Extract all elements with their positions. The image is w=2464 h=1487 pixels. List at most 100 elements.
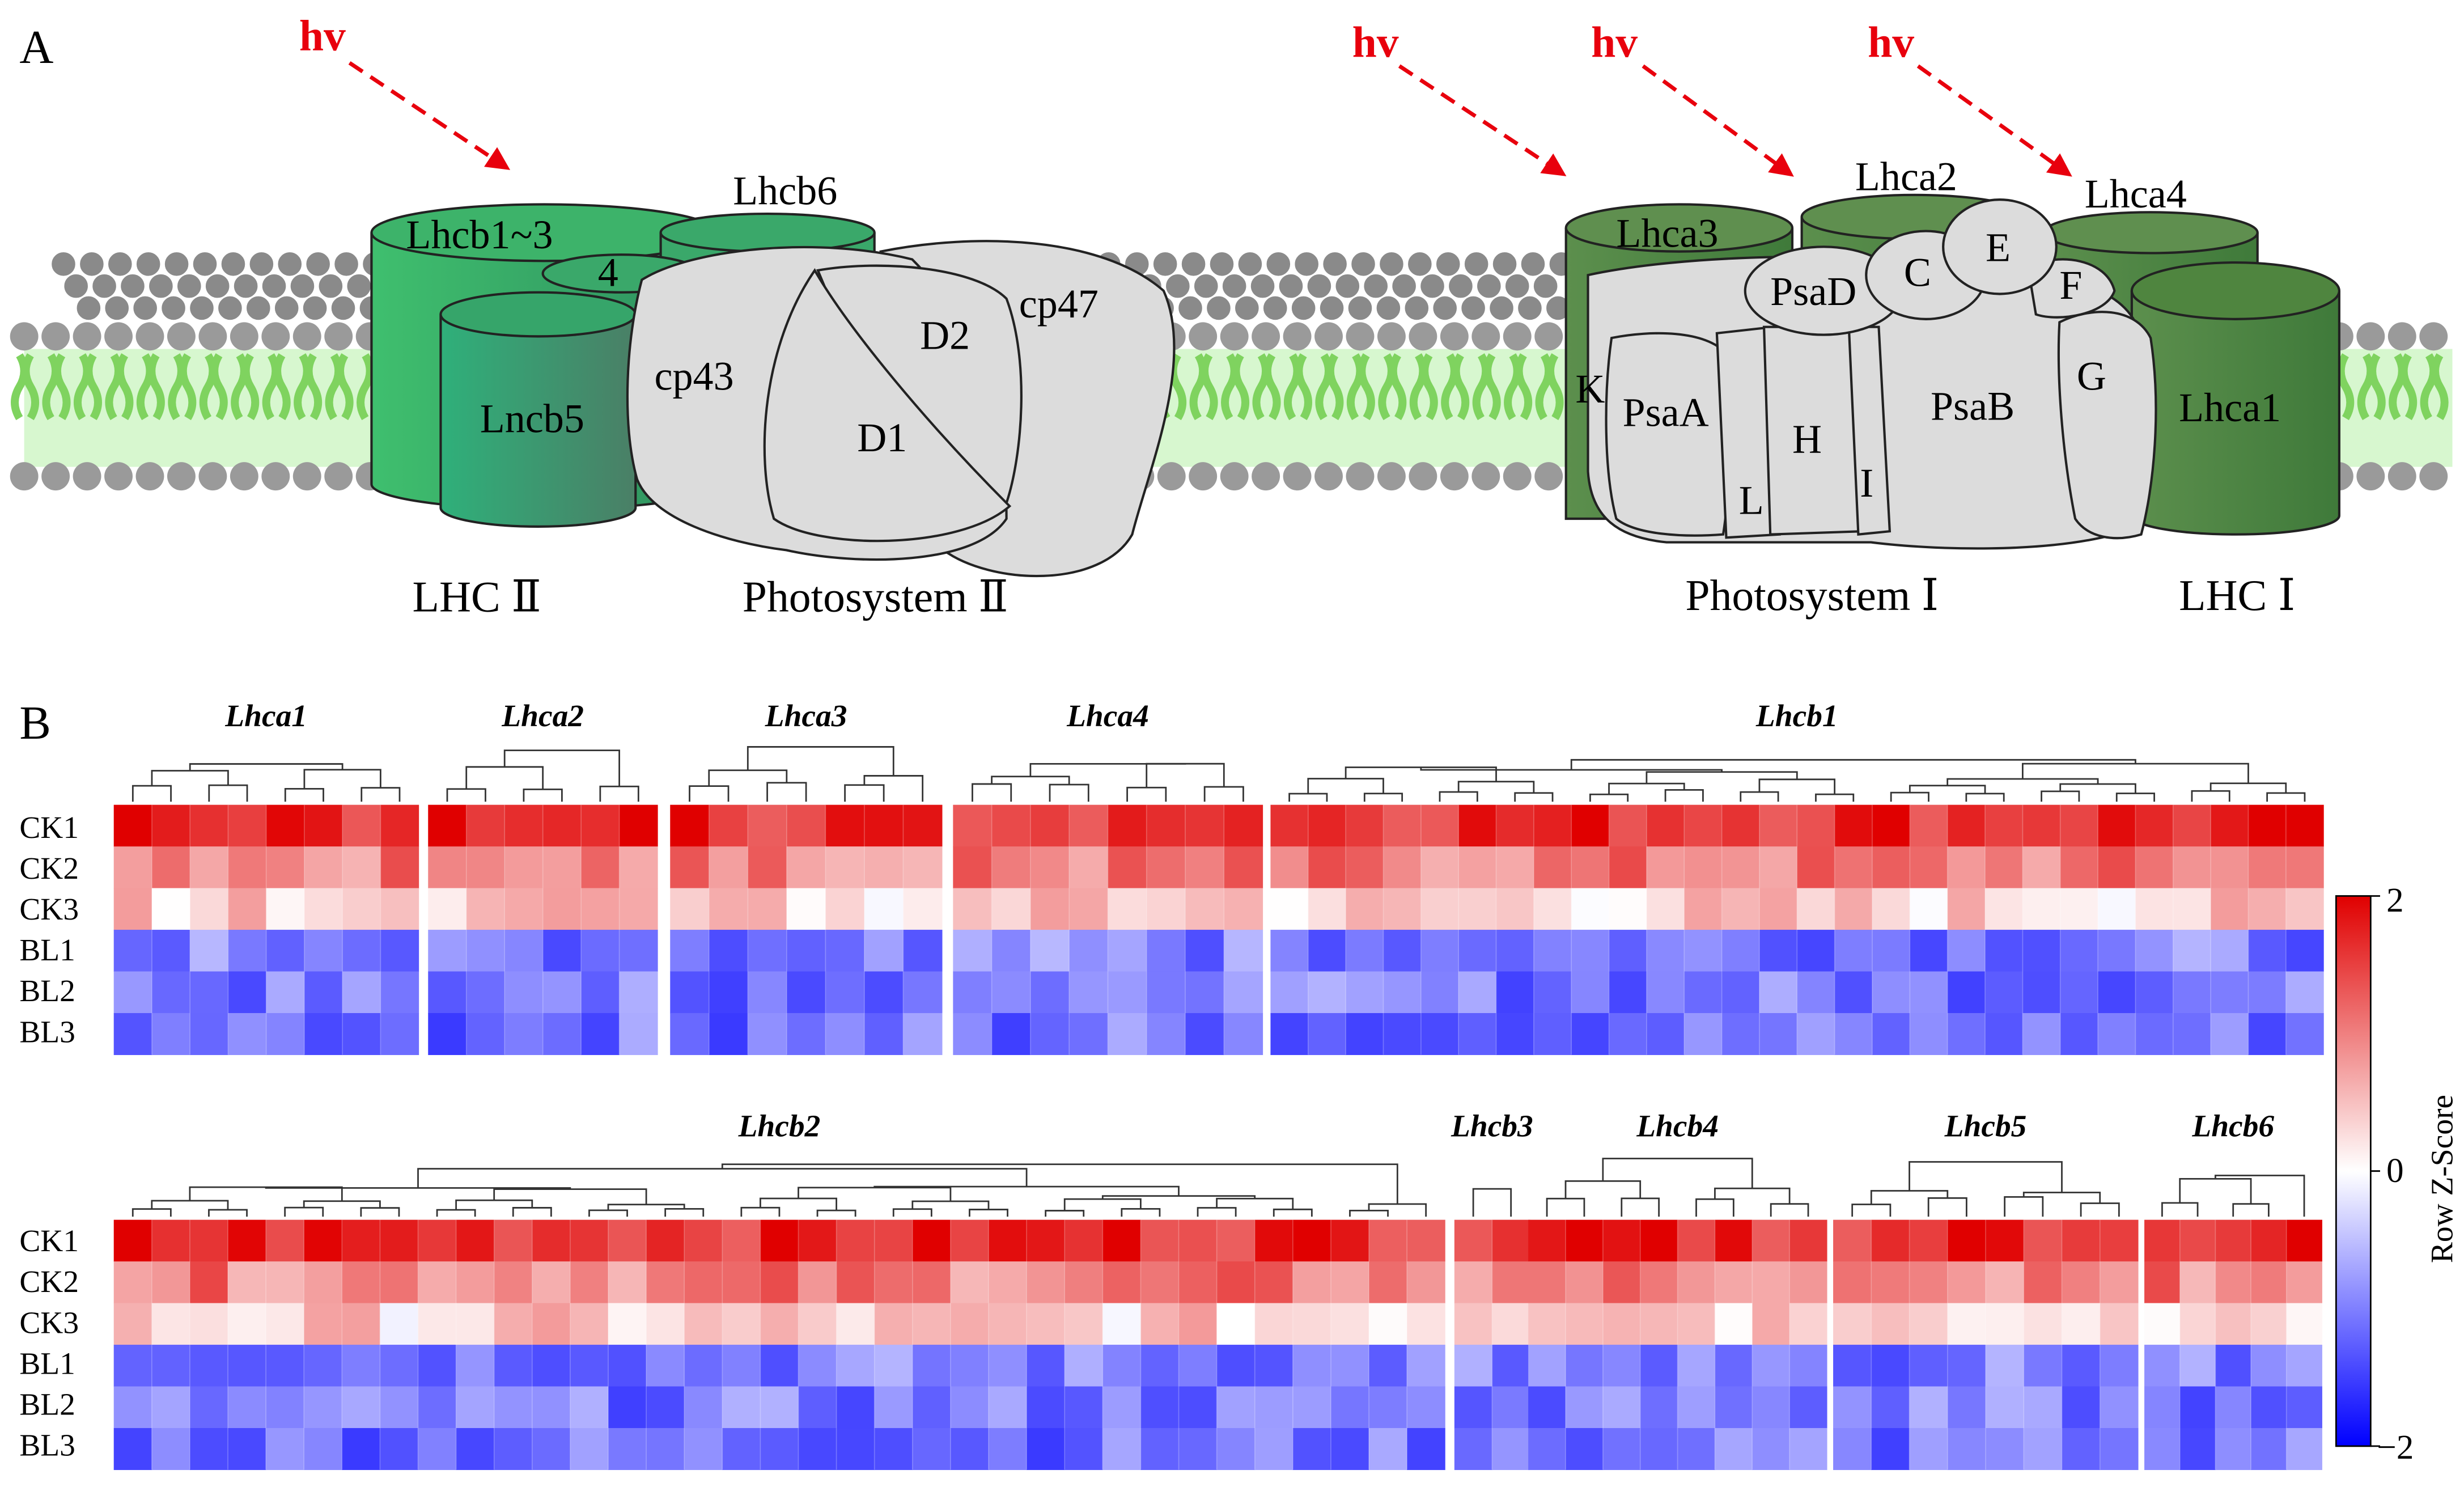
heatmap-cell — [1102, 1386, 1141, 1429]
heatmap-cell — [1797, 846, 1835, 889]
heatmap-cell — [1872, 971, 1910, 1014]
heatmap-cell — [608, 1219, 647, 1262]
heatmap-cell — [266, 1428, 304, 1471]
lipid-head — [1233, 294, 1261, 322]
light-arrow-3 — [1642, 64, 1794, 177]
lipid-tail — [1358, 353, 1375, 421]
heatmap-cell — [1492, 1219, 1530, 1262]
dendrogram-branch — [1870, 1190, 1949, 1205]
heatmap-cell — [342, 1303, 380, 1345]
heatmap-cell — [1216, 1303, 1256, 1345]
dendrogram-branch — [1203, 786, 1244, 802]
heatmap-cell — [1872, 804, 1910, 847]
row-label-ck3-top: CK3 — [19, 892, 79, 926]
heatmap-cell — [722, 1345, 761, 1387]
row-labels-bottom: CK1 CK2 CK3 BL1 BL2 BL3 — [19, 1223, 79, 1462]
heatmap-cell — [304, 971, 343, 1014]
heatmap-cell — [1292, 1303, 1331, 1345]
heatmap-cell — [2286, 1303, 2322, 1345]
heatmap-cell — [304, 1013, 343, 1056]
heatmap-cell — [2179, 1345, 2216, 1387]
lipid-head — [1409, 462, 1437, 491]
heatmap-cell — [2251, 1303, 2287, 1345]
heatmap-cell — [1420, 804, 1459, 847]
heatmap-cell — [2060, 930, 2098, 972]
heatmap-cell — [760, 1219, 799, 1262]
psaf-label: F — [2059, 262, 2082, 308]
lipid-head — [167, 322, 196, 351]
heatmap-cell — [304, 1219, 342, 1262]
heatmap-cell — [2144, 1345, 2181, 1387]
heatmap-cell — [2285, 930, 2324, 972]
lipid-head — [276, 251, 303, 278]
dendrogram-branch — [1815, 793, 1855, 802]
heatmap-cell — [189, 1261, 228, 1304]
heatmap-cell — [1533, 1013, 1572, 1056]
color-scale-bar — [2335, 895, 2372, 1447]
dendrogram-branch — [708, 769, 788, 786]
lipid-head — [1290, 294, 1317, 322]
heatmap-cell — [542, 1013, 582, 1056]
lipid-head — [1252, 462, 1280, 491]
heatmap-cell — [1684, 971, 1723, 1014]
lipid-head — [1346, 322, 1375, 351]
lipid-tail — [1546, 353, 1564, 421]
lipid-head — [1205, 294, 1232, 322]
panel-b-label: B — [19, 697, 50, 749]
heatmap-cell — [2248, 888, 2287, 930]
dendrogram-branch — [512, 1207, 552, 1217]
lipid-head — [1375, 294, 1402, 322]
lipid-head — [73, 322, 101, 351]
dendrogram-branch — [972, 783, 1012, 802]
heatmap-cell — [1533, 804, 1572, 847]
heatmap-cell — [342, 1261, 380, 1304]
heatmap-cell — [581, 804, 620, 847]
heatmap-cell — [1108, 804, 1147, 847]
lipid-head — [289, 273, 316, 300]
heatmap-cell — [113, 888, 152, 930]
heatmap-cell — [748, 930, 787, 972]
dendrogram-branch — [1965, 793, 2005, 802]
heatmap-cell — [228, 846, 267, 889]
heatmap-cell — [1872, 846, 1910, 889]
heatmap-cell — [684, 1428, 723, 1471]
heatmap-cell — [1102, 1219, 1141, 1262]
lipid-tail — [22, 353, 39, 421]
heatmap-cell — [1834, 930, 1873, 972]
heatmap-cell — [1640, 1345, 1678, 1387]
heatmap-cell — [2251, 1428, 2287, 1471]
heatmap-cell — [798, 1219, 837, 1262]
lipid-head — [217, 294, 244, 322]
heatmap-cell — [456, 1428, 495, 1471]
dendrogram-branch — [747, 746, 894, 776]
heatmap-cell — [760, 1303, 799, 1345]
heatmap-cell — [1910, 930, 1948, 972]
heatmap-cell — [342, 971, 381, 1014]
heatmap-cell — [189, 1303, 228, 1345]
heatmap-cell — [1216, 1386, 1256, 1429]
heatmap-cell — [532, 1261, 571, 1304]
dendrogram-branch — [1307, 778, 1384, 794]
lipid-head — [107, 251, 134, 278]
heatmap-cell — [304, 804, 343, 847]
row-label-bl1-top: BL1 — [19, 933, 75, 967]
lipid-head — [1447, 273, 1474, 300]
heatmap-cell — [991, 971, 1031, 1014]
heatmap-cell — [189, 1386, 228, 1429]
heatmap-cell — [418, 1261, 457, 1304]
lhca4-label: Lhca4 — [2085, 171, 2187, 217]
heatmap-cell — [1065, 1345, 1103, 1387]
heatmap-cell — [1030, 888, 1070, 930]
heatmap-cell — [786, 971, 826, 1014]
heatmap-cell — [2098, 804, 2136, 847]
dendrogram-branch — [1197, 1207, 1237, 1217]
heatmap-cell — [991, 930, 1031, 972]
heatmap-cell — [1909, 1219, 1948, 1262]
heatmap-cell — [1566, 1303, 1604, 1345]
heatmap-cell — [542, 971, 582, 1014]
heatmap-cell — [1146, 888, 1186, 930]
heatmap-cell — [2215, 1219, 2251, 1262]
heatmap-cell — [989, 1219, 1027, 1262]
dendrogram-branch — [1472, 1188, 1512, 1217]
heatmap-cell — [2286, 1345, 2322, 1387]
